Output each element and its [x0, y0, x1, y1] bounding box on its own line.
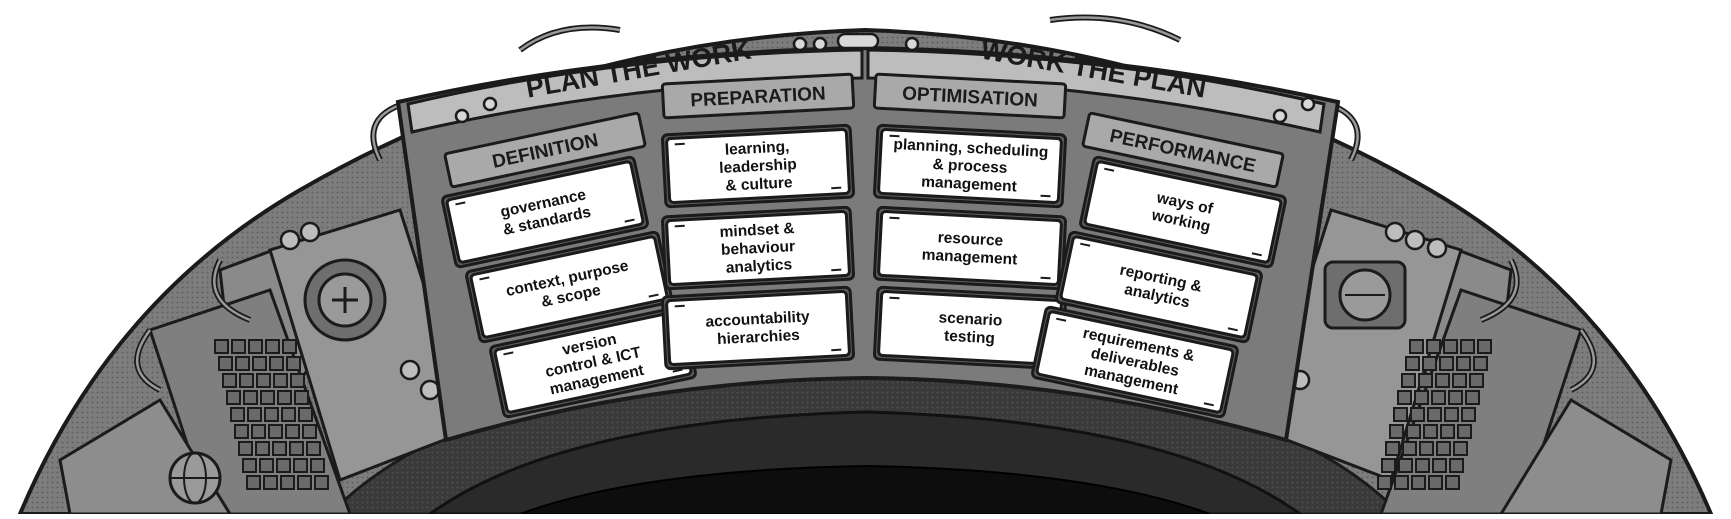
- cable-icon: [1570, 329, 1596, 392]
- card-text-line: analytics: [725, 256, 792, 276]
- card-text-line: testing: [944, 328, 996, 348]
- cable-icon: [1480, 259, 1518, 322]
- category-preparation: PREPARATION: [660, 72, 856, 120]
- screen-icon: [1323, 260, 1407, 330]
- cable-icon: [135, 329, 161, 392]
- globe-icon: [168, 451, 222, 505]
- keypad-icon: [214, 339, 329, 490]
- knob-icon: [299, 221, 321, 243]
- card-text-line: scenario: [938, 309, 1003, 329]
- knob-icon: [279, 229, 301, 251]
- header-link: [836, 32, 880, 50]
- core-hole: [519, 464, 1211, 515]
- knob-icon: [399, 359, 421, 381]
- card-item: governance& standards: [441, 155, 649, 269]
- cable-icon: [372, 103, 401, 161]
- cable-icon: [213, 259, 251, 322]
- card-text-line: management: [921, 173, 1017, 195]
- cable-icon: [1049, 16, 1181, 42]
- card-item: learning,leadership& culture: [660, 123, 856, 209]
- card-item: reporting &analytics: [1055, 230, 1263, 344]
- card-text-line: accountability: [705, 308, 810, 330]
- card-text-line: & process: [932, 156, 1008, 177]
- knob-icon: [1426, 237, 1448, 259]
- card-item: context, purpose& scope: [465, 230, 673, 344]
- keypad-icon: [1377, 339, 1492, 490]
- card-text-line: resource: [937, 229, 1004, 249]
- knob-icon: [1384, 221, 1406, 243]
- card-text-line: hierarchies: [717, 327, 800, 348]
- category-optimisation: OPTIMISATION: [872, 72, 1068, 120]
- card-text-line: behaviour: [721, 238, 796, 259]
- cable-icon: [518, 24, 621, 53]
- cable-icon: [519, 26, 621, 52]
- card-text-line: learning,: [724, 138, 789, 158]
- side-machinery: [58, 14, 1673, 516]
- card-text-line: management: [921, 246, 1017, 268]
- card-text-line: & culture: [725, 174, 793, 195]
- dial-icon: [303, 258, 387, 342]
- left-header-banner: [406, 48, 864, 134]
- card-text-line: mindset &: [719, 220, 795, 241]
- card-text-line: leadership: [719, 156, 797, 177]
- header-rivets: [454, 36, 1316, 124]
- knob-icon: [1404, 229, 1426, 251]
